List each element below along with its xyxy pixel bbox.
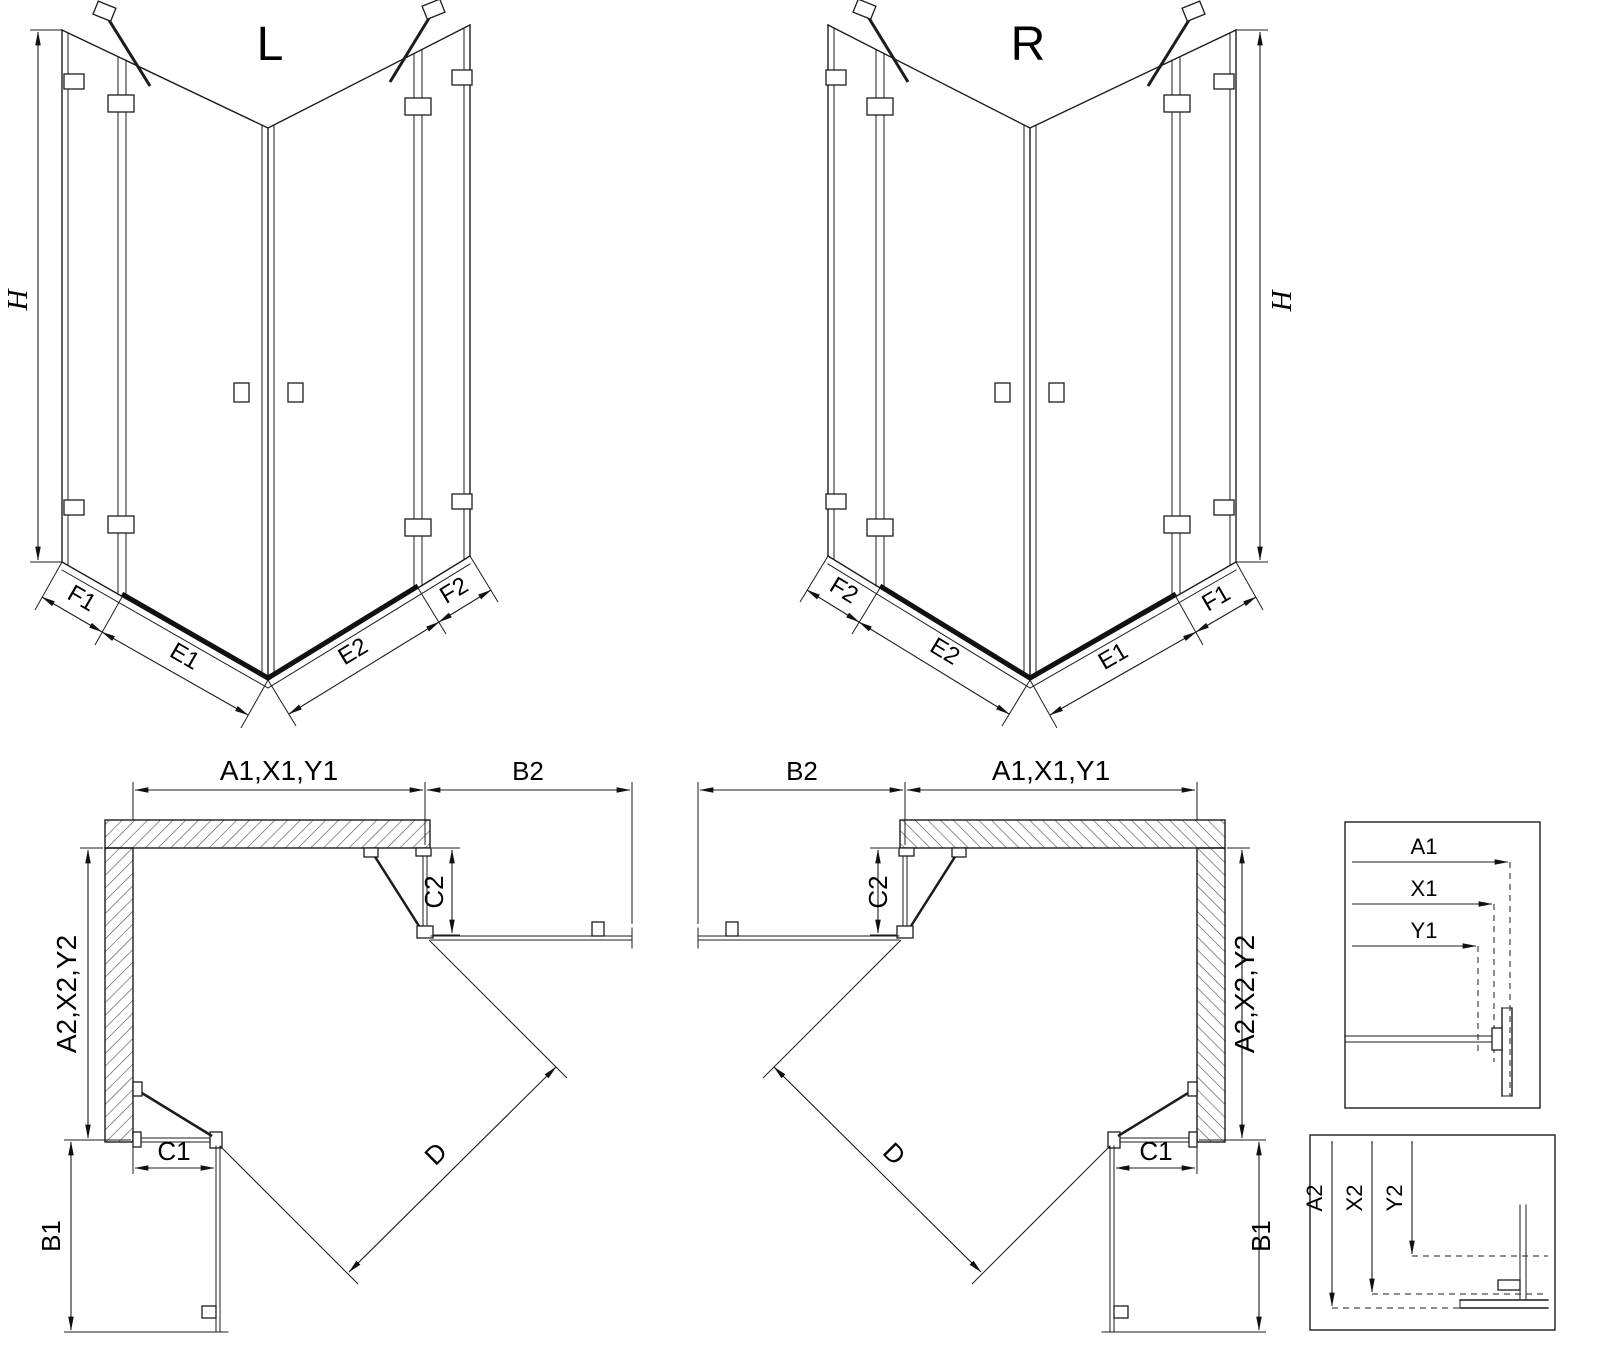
dim-label-c1-left: C1 bbox=[157, 1136, 190, 1166]
dim-label-f2-left: F2 bbox=[435, 572, 473, 610]
front-right-art bbox=[800, 0, 1268, 728]
dim-label-e2-right: E2 bbox=[925, 632, 964, 670]
dim-label-e1-right: E1 bbox=[1094, 637, 1133, 675]
variant-label-right: R bbox=[1011, 18, 1046, 71]
dim-label-f1-right: F1 bbox=[1197, 580, 1235, 617]
detail-label-x2: X2 bbox=[1342, 1185, 1367, 1212]
detail-label-y1: Y1 bbox=[1411, 918, 1438, 943]
dim-label-d-left: D bbox=[418, 1136, 452, 1170]
detail-label-x1: X1 bbox=[1411, 876, 1438, 901]
variant-label-left: L bbox=[257, 18, 284, 71]
front-left-art bbox=[30, 0, 498, 728]
dim-label-f2-right: F2 bbox=[825, 572, 863, 610]
dim-label-a1-right: A1,X1,Y1 bbox=[992, 755, 1110, 786]
dim-label-c1-right: C1 bbox=[1139, 1136, 1172, 1166]
plan-right-art bbox=[698, 782, 1266, 1332]
detail-label-a2: A2 bbox=[1302, 1185, 1327, 1212]
dim-label-a2-left: A2,X2,Y2 bbox=[51, 935, 82, 1053]
plan-view-left: A1,X1,Y1 B2 C2 A2,X2,Y2 C1 B1 D bbox=[36, 755, 632, 1332]
detail-label-a1: A1 bbox=[1411, 834, 1438, 859]
front-view-right: R H F2 E2 E1 F1 bbox=[800, 0, 1297, 728]
dim-label-b2-right: B2 bbox=[786, 756, 818, 786]
plan-left-art bbox=[64, 782, 632, 1332]
dim-label-h-right: H bbox=[1265, 289, 1297, 313]
dim-label-e1-left: E1 bbox=[165, 637, 204, 675]
detail-bottom-frame bbox=[1309, 1134, 1556, 1331]
dim-label-b1-right: B1 bbox=[1246, 1220, 1276, 1252]
dim-label-b1-left: B1 bbox=[36, 1220, 66, 1252]
dim-label-f1-left: F1 bbox=[63, 580, 101, 617]
dim-label-e2-left: E2 bbox=[334, 632, 373, 670]
dim-label-a1-left: A1,X1,Y1 bbox=[220, 755, 338, 786]
detail-label-y2: Y2 bbox=[1382, 1185, 1407, 1212]
dim-label-c2-left: C2 bbox=[419, 875, 449, 908]
dim-label-h-left: H bbox=[2, 287, 34, 311]
dim-label-d-right: D bbox=[877, 1136, 911, 1170]
front-view-left: L H F1 E1 E2 F2 bbox=[2, 0, 498, 728]
dim-label-a2-right: A2,X2,Y2 bbox=[1229, 935, 1260, 1053]
detail-box-top: A1 X1 Y1 bbox=[1344, 821, 1541, 1109]
dim-label-b2-left: B2 bbox=[512, 756, 544, 786]
detail-top-frame bbox=[1344, 821, 1541, 1109]
detail-box-bottom: A2 X2 Y2 bbox=[1302, 1134, 1556, 1331]
plan-view-right: A1,X1,Y1 B2 C2 A2,X2,Y2 C1 B1 D bbox=[698, 755, 1276, 1332]
dim-label-c2-right: C2 bbox=[863, 875, 893, 908]
